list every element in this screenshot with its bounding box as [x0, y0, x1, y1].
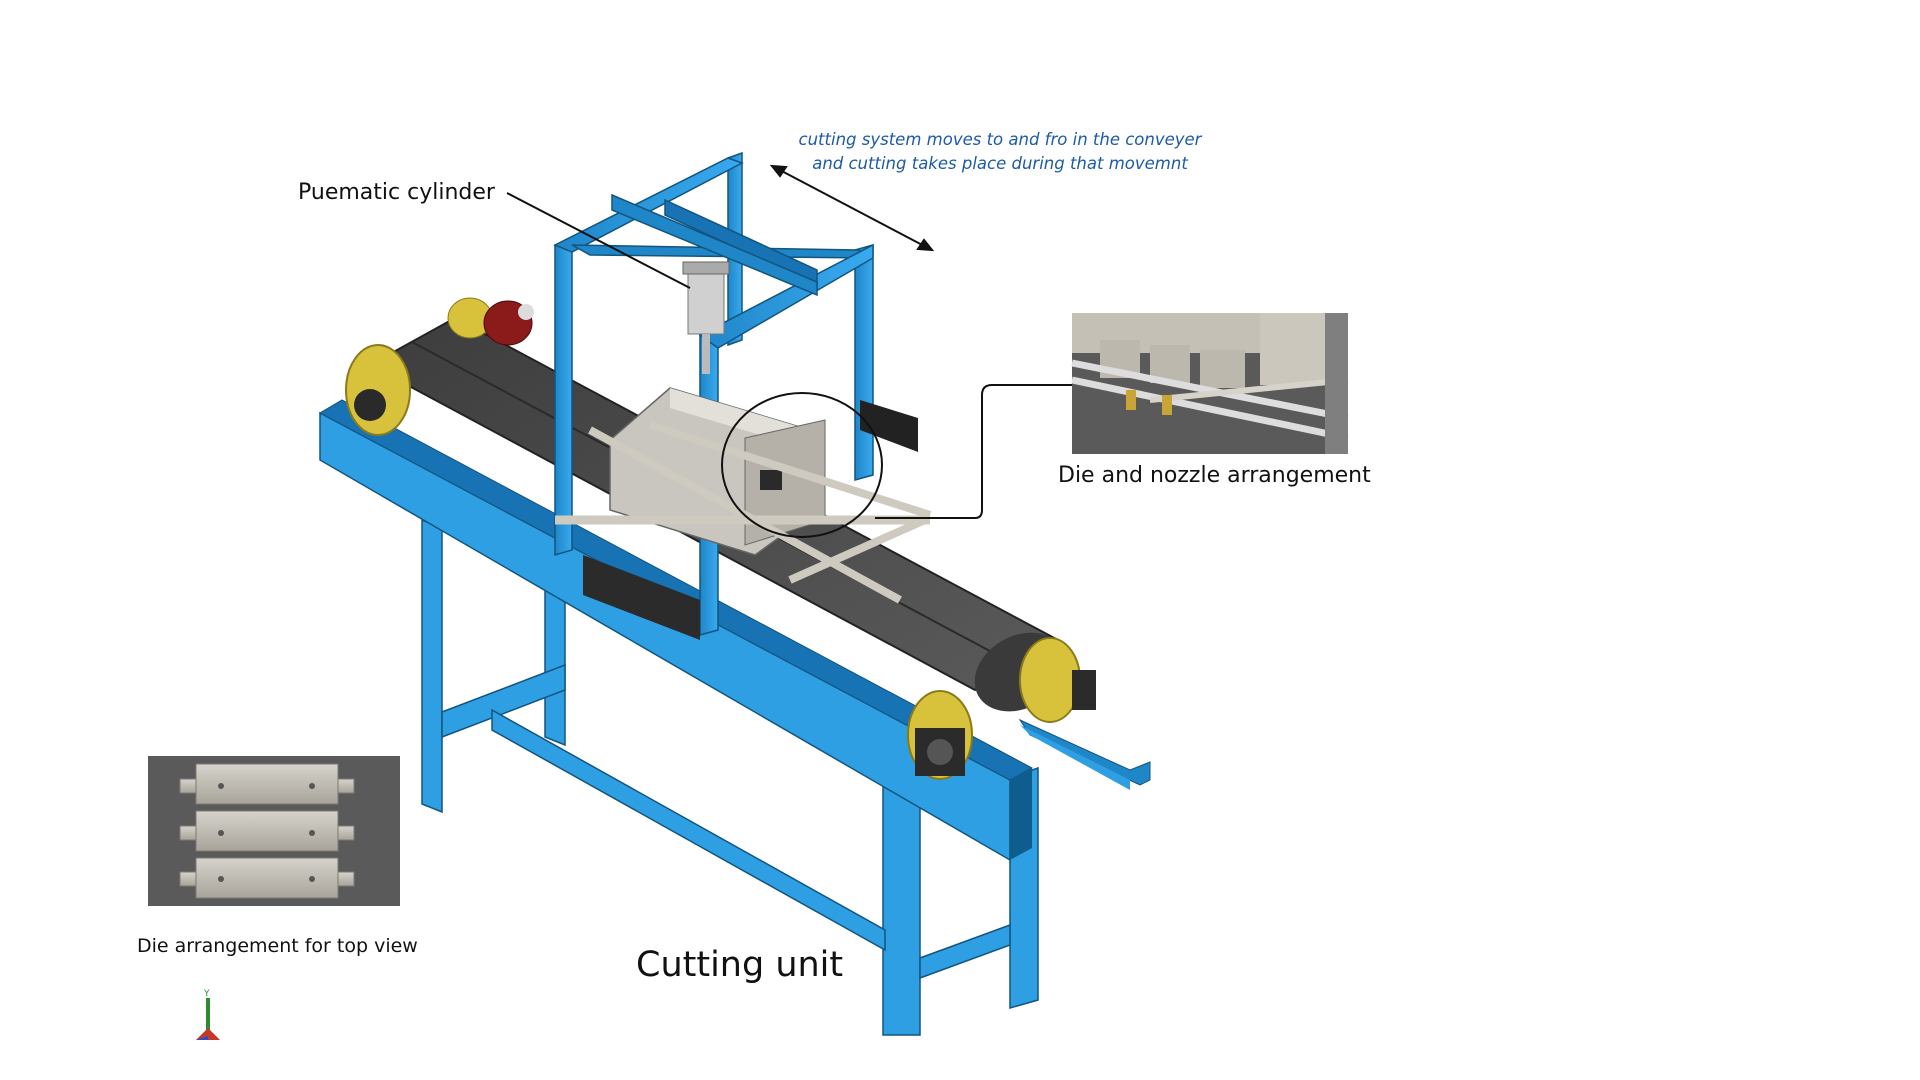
inset-die-nozzle: [1071, 313, 1349, 454]
callout-connector: [721, 384, 1072, 538]
inset-die-top-view: [148, 756, 400, 906]
table-legs: [421, 518, 1039, 1036]
motion-arrow: [769, 164, 935, 252]
motion-note-line2: and cutting takes place during that move…: [812, 154, 1188, 173]
die-nozzle-label: Die and nozzle arrangement: [1058, 463, 1371, 488]
pneumatic-cylinder: [682, 261, 730, 374]
axis-triad-icon: Y: [196, 989, 220, 1040]
conveyor-frame: [318, 399, 1151, 862]
gantry-frame: [553, 151, 874, 636]
motion-note-line1: cutting system moves to and fro in the c…: [798, 130, 1202, 149]
die-top-view-label: Die arrangement for top view: [137, 935, 418, 957]
diagram-title: Cutting unit: [636, 945, 844, 985]
pneumatic-cylinder-label: Puematic cylinder: [298, 180, 495, 205]
pulleys: [345, 297, 1096, 780]
svg-text:Y: Y: [203, 989, 210, 999]
motion-note: cutting system moves to and fro in the c…: [770, 128, 1230, 176]
cylinder-pointer-line: [506, 192, 691, 289]
